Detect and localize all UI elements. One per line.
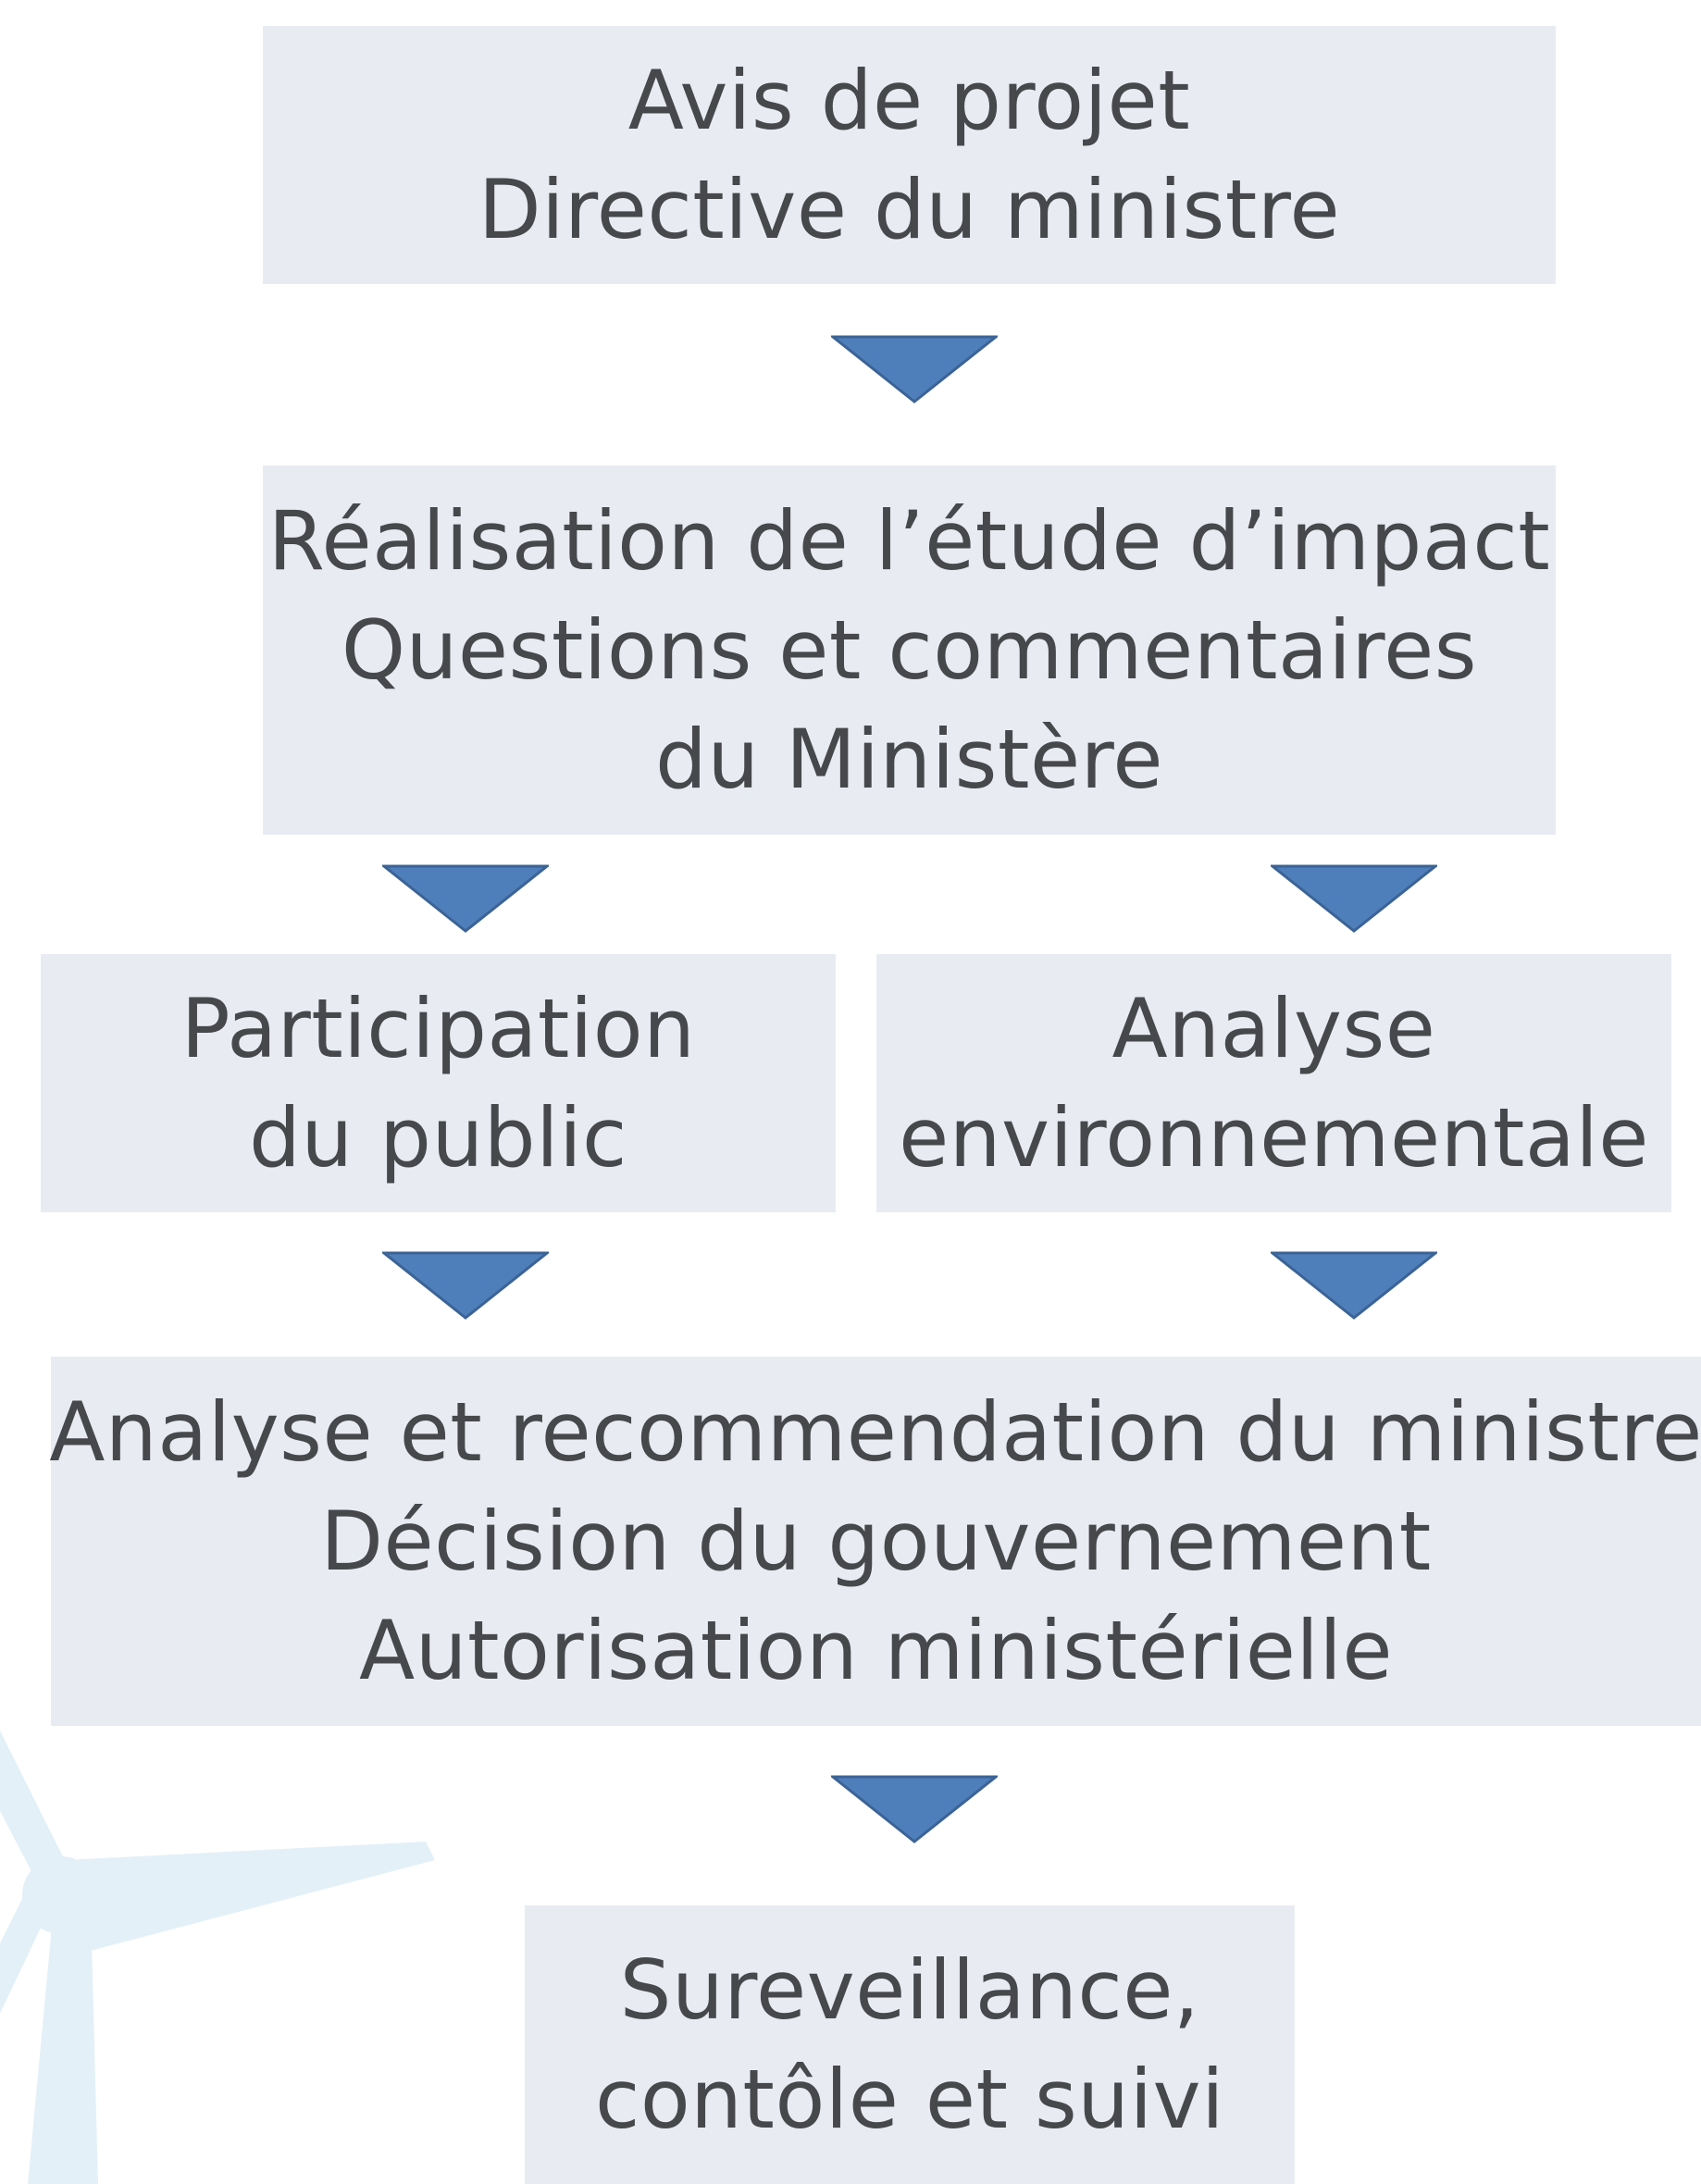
step-surveillance-line-2: contôle et suivi	[594, 2051, 1225, 2147]
down-arrow-left-icon	[382, 864, 549, 933]
step-decision-line-1: Analyse et recommendation du ministre	[49, 1384, 1701, 1480]
step-decision-line-3: Autorisation ministérielle	[359, 1602, 1393, 1698]
step-analyse-environnementale: Analyse environnementale	[876, 954, 1671, 1212]
step-avis-line-2: Directive du ministre	[478, 161, 1341, 257]
step-etude-line-2: Questions et commentaires	[341, 602, 1478, 698]
step-surveillance-line-1: Sureveillance,	[619, 1942, 1200, 2038]
step-decision: Analyse et recommendation du ministre Dé…	[49, 1357, 1701, 1726]
down-arrow-icon	[831, 335, 998, 403]
step-avis-line-1: Avis de projet	[627, 52, 1191, 148]
step-participation-public: Participation du public	[41, 954, 836, 1212]
step-etude-line-1: Réalisation de l’étude d’impact	[267, 492, 1551, 589]
step-analyse-env-line-1: Analyse	[1111, 980, 1436, 1076]
down-arrow-final-icon	[831, 1775, 998, 1843]
step-surveillance: Sureveillance, contôle et suivi	[525, 1905, 1295, 2184]
step-decision-line-2: Décision du gouvernement	[320, 1493, 1432, 1589]
down-arrow-right-icon	[1271, 864, 1437, 933]
down-arrow-left-2-icon	[382, 1251, 549, 1320]
step-analyse-env-line-2: environnementale	[899, 1089, 1649, 1185]
step-avis-de-projet: Avis de projet Directive du ministre	[263, 26, 1556, 284]
down-arrow-right-2-icon	[1271, 1251, 1437, 1320]
step-participation-line-1: Participation	[180, 980, 696, 1076]
step-etude-impact: Réalisation de l’étude d’impact Question…	[263, 465, 1556, 835]
step-participation-line-2: du public	[249, 1089, 627, 1185]
step-etude-line-3: du Ministère	[654, 711, 1164, 807]
